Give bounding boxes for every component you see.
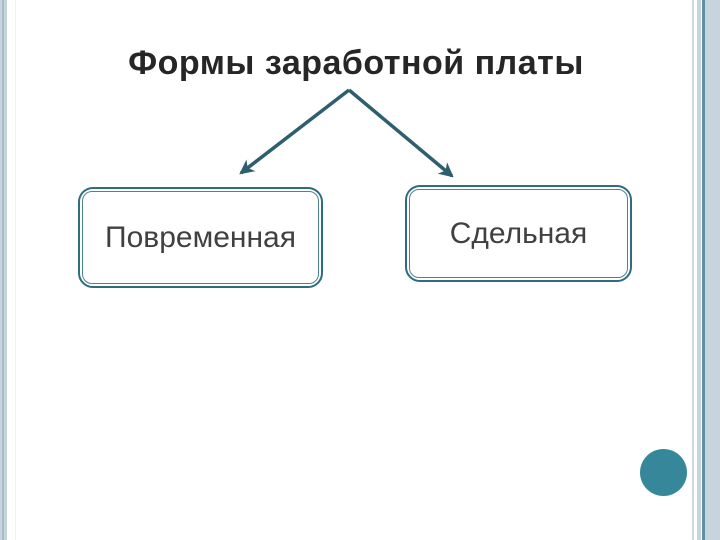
right-edge-stripe xyxy=(705,0,720,540)
right-edge-stripe xyxy=(702,0,705,540)
left-edge-stripe xyxy=(4,0,7,540)
left-edge-accent-line xyxy=(15,0,16,540)
right-edge-stripe xyxy=(692,0,694,540)
node-piece-rate-wage-label: Сдельная xyxy=(449,216,588,250)
slide-title: Формы заработной платы xyxy=(128,44,584,82)
left-edge-stripe xyxy=(2,0,4,540)
arrow-to-left-node xyxy=(239,88,351,175)
left-edge-stripe xyxy=(0,0,2,540)
accent-circle-decoration xyxy=(640,449,687,496)
node-time-based-wage-label: Повременная xyxy=(105,220,296,254)
arrow-to-right-node xyxy=(347,88,454,178)
right-edge-stripe xyxy=(697,0,701,540)
node-time-based-wage: Повременная xyxy=(78,187,323,288)
node-piece-rate-wage: Сдельная xyxy=(405,185,632,282)
